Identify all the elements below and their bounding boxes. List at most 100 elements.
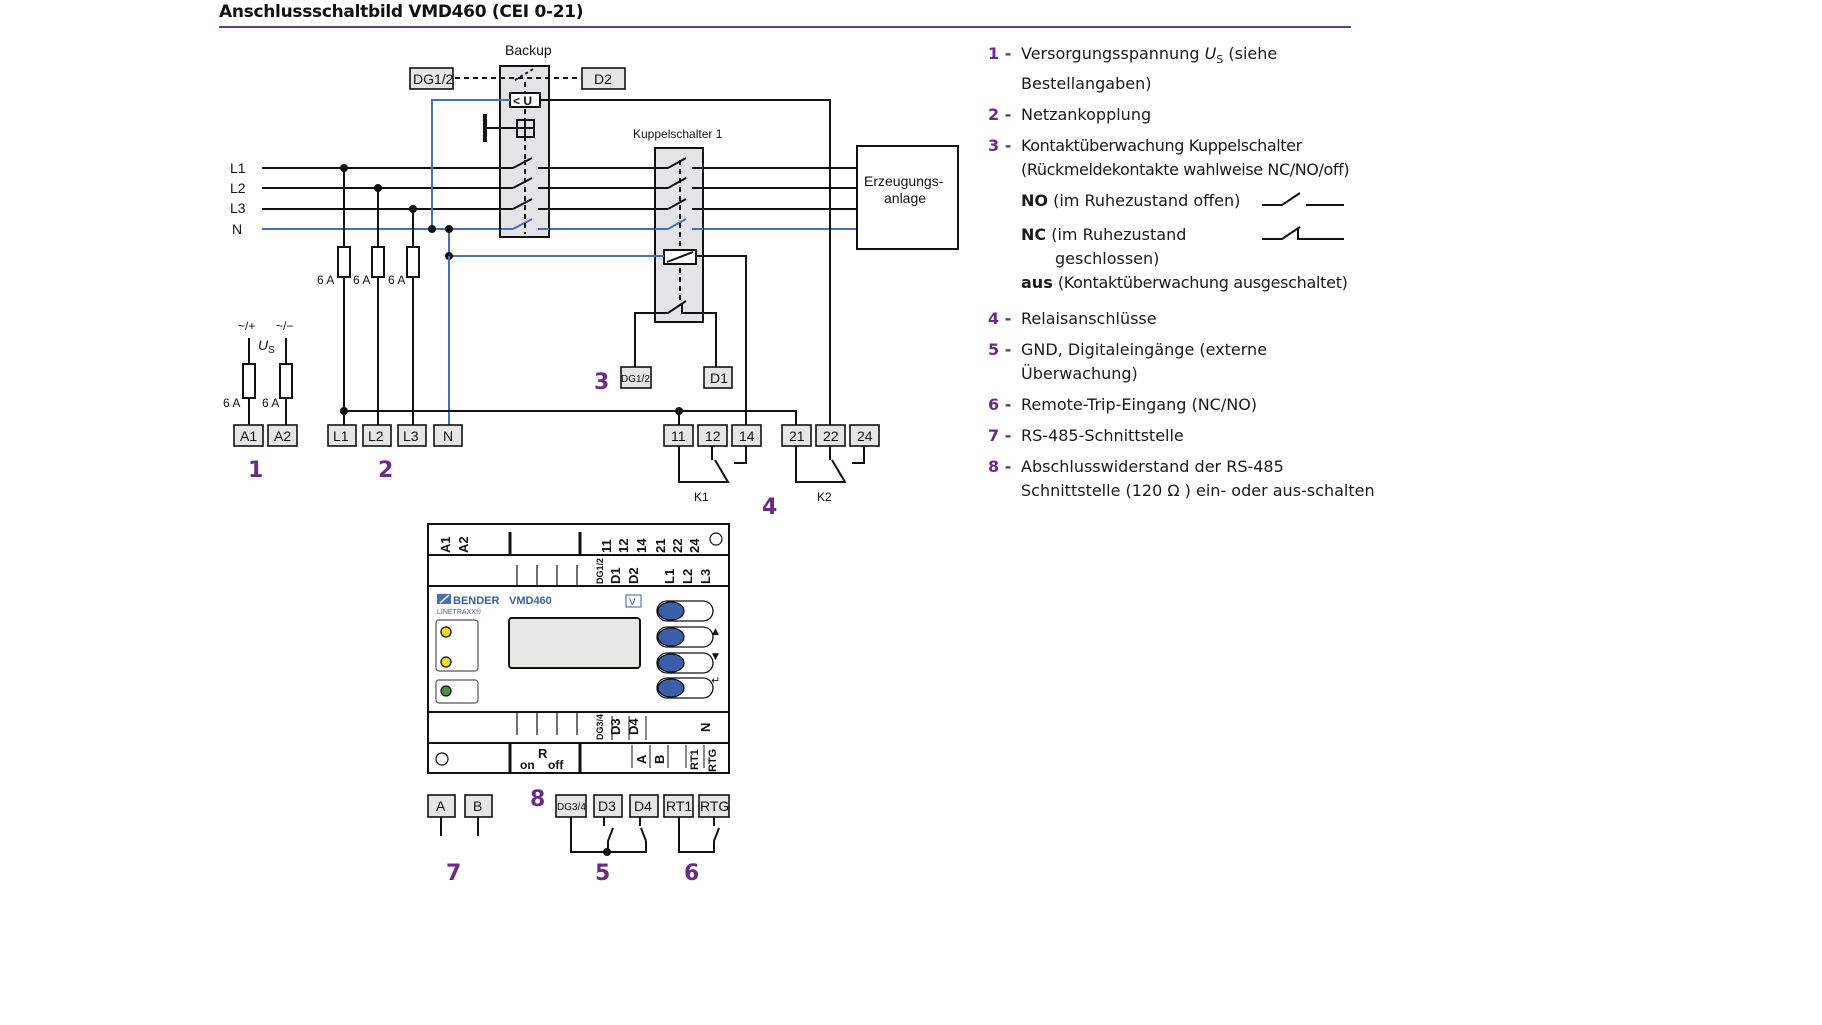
device-label-b: B xyxy=(652,755,667,764)
rs485-terminals: A B xyxy=(427,794,493,836)
device-bottom-row2-labels: A B RT1 RTG xyxy=(631,745,719,772)
device-label-d3: D3 xyxy=(608,718,623,735)
terminal-11-label: 11 xyxy=(671,428,686,444)
terminal-14-label: 14 xyxy=(739,428,755,444)
device-label-d2: D2 xyxy=(626,567,641,584)
device-label-l2: L2 xyxy=(680,569,695,584)
bender-logo-icon xyxy=(437,594,451,604)
termination-switch-off[interactable]: off xyxy=(548,758,564,772)
device-label-l1: L1 xyxy=(662,569,677,584)
relay-k2-contact xyxy=(795,446,865,483)
device-label-12: 12 xyxy=(616,539,631,553)
button-up-knob[interactable] xyxy=(657,627,685,647)
legend-text-7: RS-485-Schnittstelle xyxy=(1021,426,1184,446)
generator-label-1: Erzeugungs- xyxy=(864,173,944,189)
terminal-row: A1 A2 L1 L2 L3 N 11 12 14 21 22 24 xyxy=(233,424,880,447)
fuse-a1 xyxy=(242,363,256,399)
generator-box xyxy=(856,145,959,250)
legend-nc-text-2: geschlossen) xyxy=(1055,249,1160,269)
device-top-row1-labels: A1 A2 11 12 14 21 22 24 xyxy=(438,536,702,553)
supply-plus-label: ~/+ xyxy=(238,319,255,333)
legend-sep: - xyxy=(1004,457,1012,477)
terminal-rtg-label: RTG xyxy=(700,798,729,814)
legend-sub-aus: aus (Kontaktüberwachung ausgeschaltet) xyxy=(988,271,1388,295)
legend-sep: - xyxy=(1004,105,1012,125)
terminal-12-label: 12 xyxy=(705,428,721,444)
device-screw-top xyxy=(709,532,723,546)
termination-switch-on[interactable]: on xyxy=(520,758,535,772)
fuse-l2 xyxy=(371,246,385,278)
led-green-icon xyxy=(440,685,452,697)
callout-8: 8 xyxy=(530,787,545,812)
remote-trip-terminals: RT1 RTG xyxy=(663,794,730,853)
bus-lines xyxy=(262,167,857,230)
no-contact-icon xyxy=(1262,192,1344,207)
terminal-rt1-label: RT1 xyxy=(666,798,692,814)
button-down-knob[interactable] xyxy=(657,653,685,673)
termination-switch-label[interactable]: R xyxy=(538,746,548,761)
feedback-contact-left xyxy=(634,300,687,367)
fuse-l3 xyxy=(406,246,420,278)
legend-text-5: GND, Digitaleingänge (externe Überwachun… xyxy=(1021,340,1268,384)
terminal-a1 xyxy=(233,424,264,447)
device-label-14: 14 xyxy=(634,538,649,553)
undervoltage-label: < U xyxy=(513,94,532,108)
legend-item-2: 2 - Netzankopplung xyxy=(988,103,1388,127)
terminal-l3-label: L3 xyxy=(403,428,419,444)
terminal-l2 xyxy=(362,424,392,447)
legend-sub-nc: NC (im Ruhezustand geschlossen) xyxy=(988,223,1388,271)
callout-5: 5 xyxy=(595,861,610,886)
led-on-yellow-icon xyxy=(440,626,452,638)
legend-sub-no: NO (im Ruhezustand offen) xyxy=(988,189,1388,213)
legend-num-7: 7 xyxy=(988,426,1000,446)
backup-label: Backup xyxy=(505,42,552,58)
legend-no-text: (im Ruhezustand offen) xyxy=(1053,191,1241,211)
legend-num-1: 1 xyxy=(988,44,1000,63)
callout-1: 1 xyxy=(248,458,263,483)
legend-sep: - xyxy=(1004,340,1012,360)
device-buttons[interactable] xyxy=(656,600,714,699)
terminal-l3 xyxy=(397,424,427,447)
fuse-a2 xyxy=(279,363,293,399)
legend-item-7: 7 - RS-485-Schnittstelle xyxy=(988,424,1388,448)
device-series: LINETRAXX® xyxy=(437,608,482,616)
backup-contacts xyxy=(501,157,549,236)
page-title: Anschlussschaltbild VMD460 (CEI 0-21) xyxy=(219,2,584,22)
legend-item-5: 5 - GND, Digitaleingänge (externe Überwa… xyxy=(988,338,1388,386)
device-screw-bottom xyxy=(435,752,449,766)
terminal-d4-label: D4 xyxy=(634,798,652,814)
device-label-24: 24 xyxy=(687,538,702,553)
terminal-21-label: 21 xyxy=(789,428,805,444)
terminal-24-label: 24 xyxy=(857,428,873,444)
terminal-d3 xyxy=(593,794,623,818)
legend-item-4: 4 - Relaisanschlüsse xyxy=(988,307,1388,331)
terminal-dg12-feedback xyxy=(620,366,652,389)
button-info-knob[interactable] xyxy=(657,601,685,621)
callout-3: 3 xyxy=(594,370,609,395)
terminal-l1-label: L1 xyxy=(333,428,349,444)
fuse-rating-l1: 6 A xyxy=(317,273,334,287)
legend-text-6: Remote-Trip-Eingang (NC/NO) xyxy=(1021,395,1258,415)
feedback-contact-right xyxy=(681,303,717,367)
legend-num-4: 4 xyxy=(988,309,1000,329)
wiring-diagram: L1 L2 L3 N Backup DG1/2 D2 < U Kuppelsch… xyxy=(223,42,959,886)
enter-icon: ↵ xyxy=(711,674,720,687)
fuse-rating-a1: 6 A xyxy=(223,396,240,410)
legend-text-8: Abschlusswiderstand der RS-485 Schnittst… xyxy=(1021,457,1375,501)
device-label-dg12: DG1/2 xyxy=(595,558,605,584)
bus-label-l2: L2 xyxy=(230,180,246,196)
legend-nc-text-1: (im Ruhezustand xyxy=(1051,225,1187,245)
device-label-22: 22 xyxy=(670,539,685,553)
device-label-d1: D1 xyxy=(608,567,623,584)
legend-text-3: Kontaktüberwachung Kuppelschalter (Rückm… xyxy=(1021,136,1350,180)
device-label-d4: D4 xyxy=(626,718,641,735)
terminal-d1-feedback-label: D1 xyxy=(710,370,728,386)
nc-contact-icon xyxy=(1262,226,1344,241)
button-enter-knob[interactable] xyxy=(657,678,685,698)
legend-sep: - xyxy=(1004,136,1012,156)
bus-label-l1: L1 xyxy=(230,160,246,176)
common-relay-wire xyxy=(344,410,797,425)
legend-item-1: 1 - Versorgungsspannung US (siehe Bestel… xyxy=(988,42,1388,96)
legend-symbol-sub: S xyxy=(1216,53,1224,67)
device-label-n: N xyxy=(698,723,713,732)
